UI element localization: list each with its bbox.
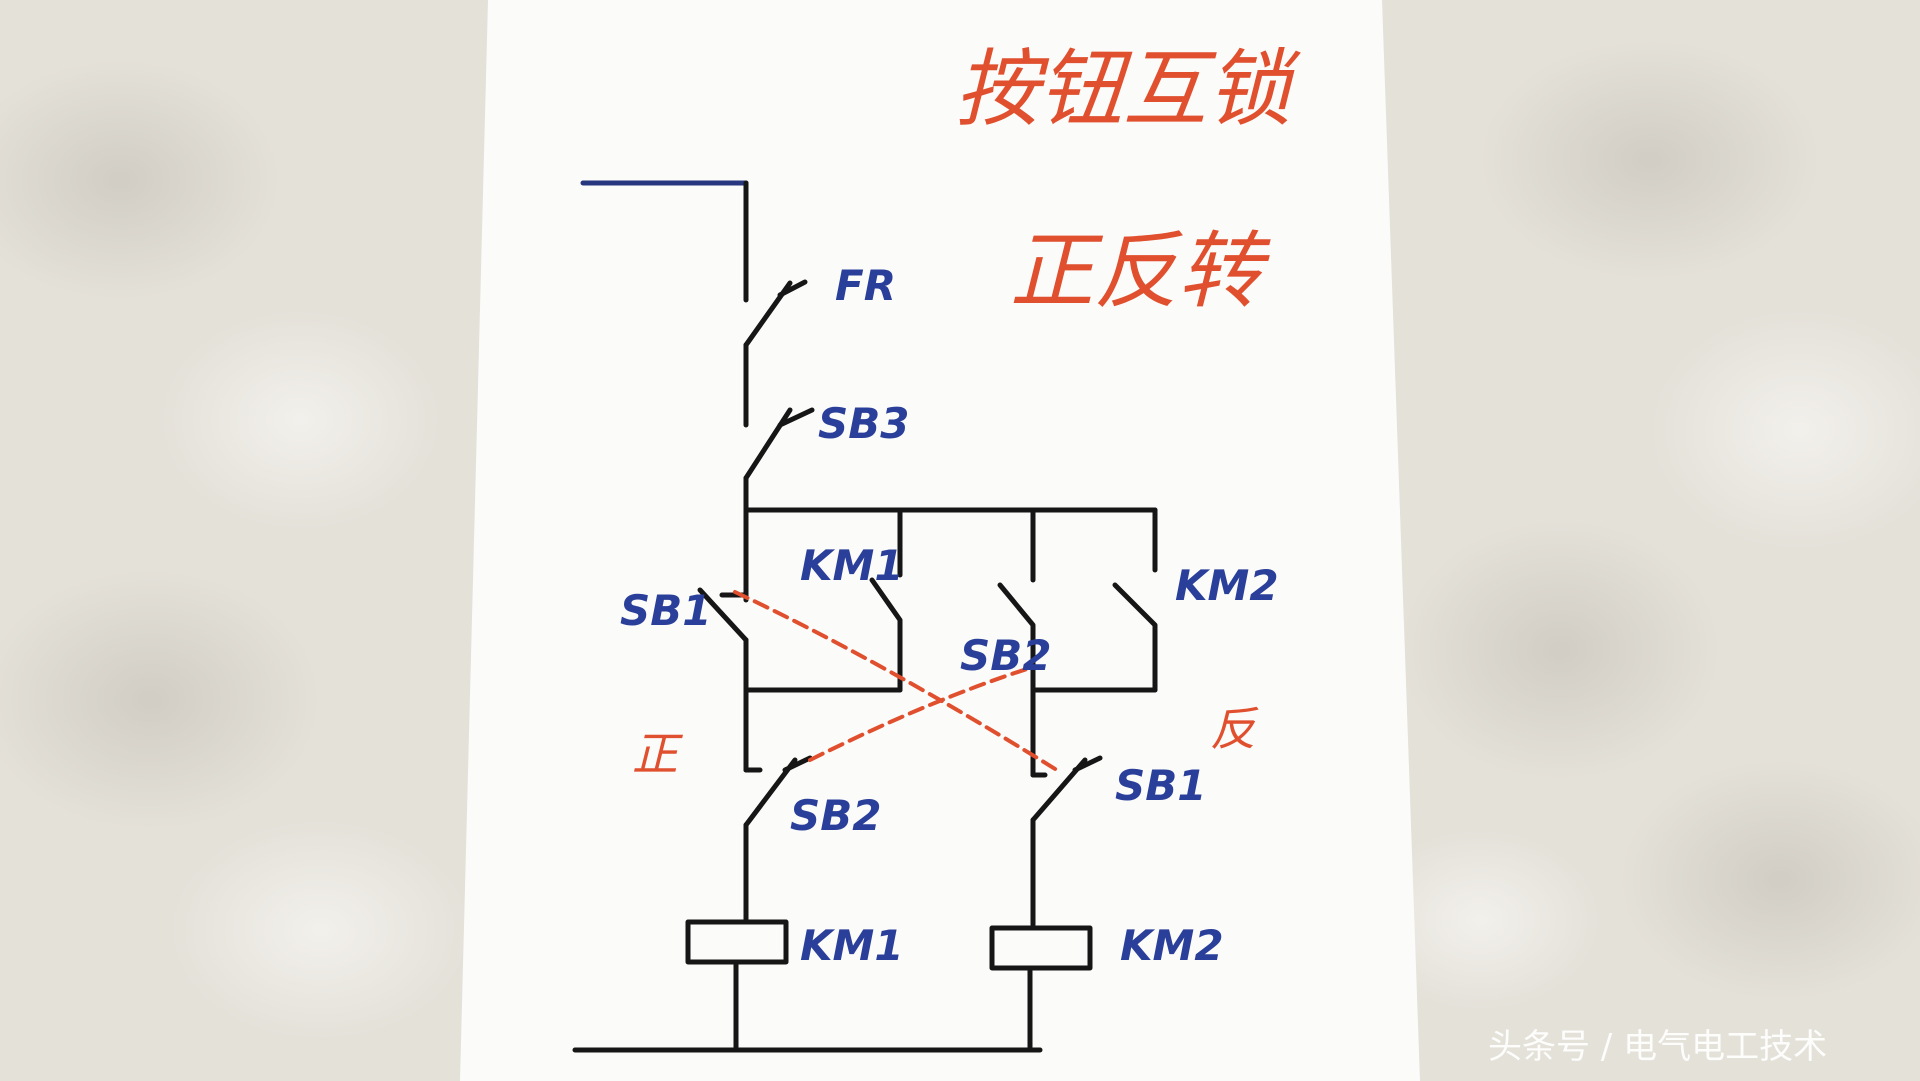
fr-contact xyxy=(743,279,808,348)
km2-coil xyxy=(989,925,1093,971)
label-sb2-start: SB2 xyxy=(960,631,1052,680)
paper-sheet xyxy=(460,0,1420,1081)
diagram-title-line1: 按钮互锁 xyxy=(955,40,1301,138)
label-reverse: 反 xyxy=(1210,702,1259,756)
label-sb3: SB3 xyxy=(818,399,910,448)
red-annotations: 按钮互锁 正反转 正 反 xyxy=(632,40,1301,781)
label-sb2-interlock: SB2 xyxy=(790,791,882,840)
label-sb1-interlock: SB1 xyxy=(1115,761,1207,810)
label-km2-contact: KM2 xyxy=(1175,561,1279,610)
diagram-title-line2: 正反转 xyxy=(1010,222,1271,320)
label-fr: FR xyxy=(835,261,896,310)
label-sb1-start: SB1 xyxy=(620,586,712,635)
component-labels: FR SB3 KM1 KM2 SB1 SB2 SB2 SB1 KM1 KM2 xyxy=(620,261,1279,970)
km2-hold-contact xyxy=(1112,582,1158,693)
fabric-pattern xyxy=(0,40,1920,1040)
interlock-link-sb1 xyxy=(733,590,1062,774)
wiring xyxy=(572,180,1158,1053)
sb3-contact xyxy=(743,407,815,481)
label-forward: 正 xyxy=(632,727,684,781)
interlock-links xyxy=(733,590,1062,774)
sb2-interlock-contact xyxy=(743,755,813,828)
interlock-link-sb2 xyxy=(808,666,1032,762)
label-km2-coil: KM2 xyxy=(1120,921,1224,970)
sb2-start-contact xyxy=(997,582,1036,693)
watermark: 头条号 / 电气电工技术 xyxy=(1488,1027,1827,1067)
sb1-interlock-contact xyxy=(1030,755,1103,823)
label-km1-contact: KM1 xyxy=(800,541,904,590)
label-km1-coil: KM1 xyxy=(800,921,904,970)
